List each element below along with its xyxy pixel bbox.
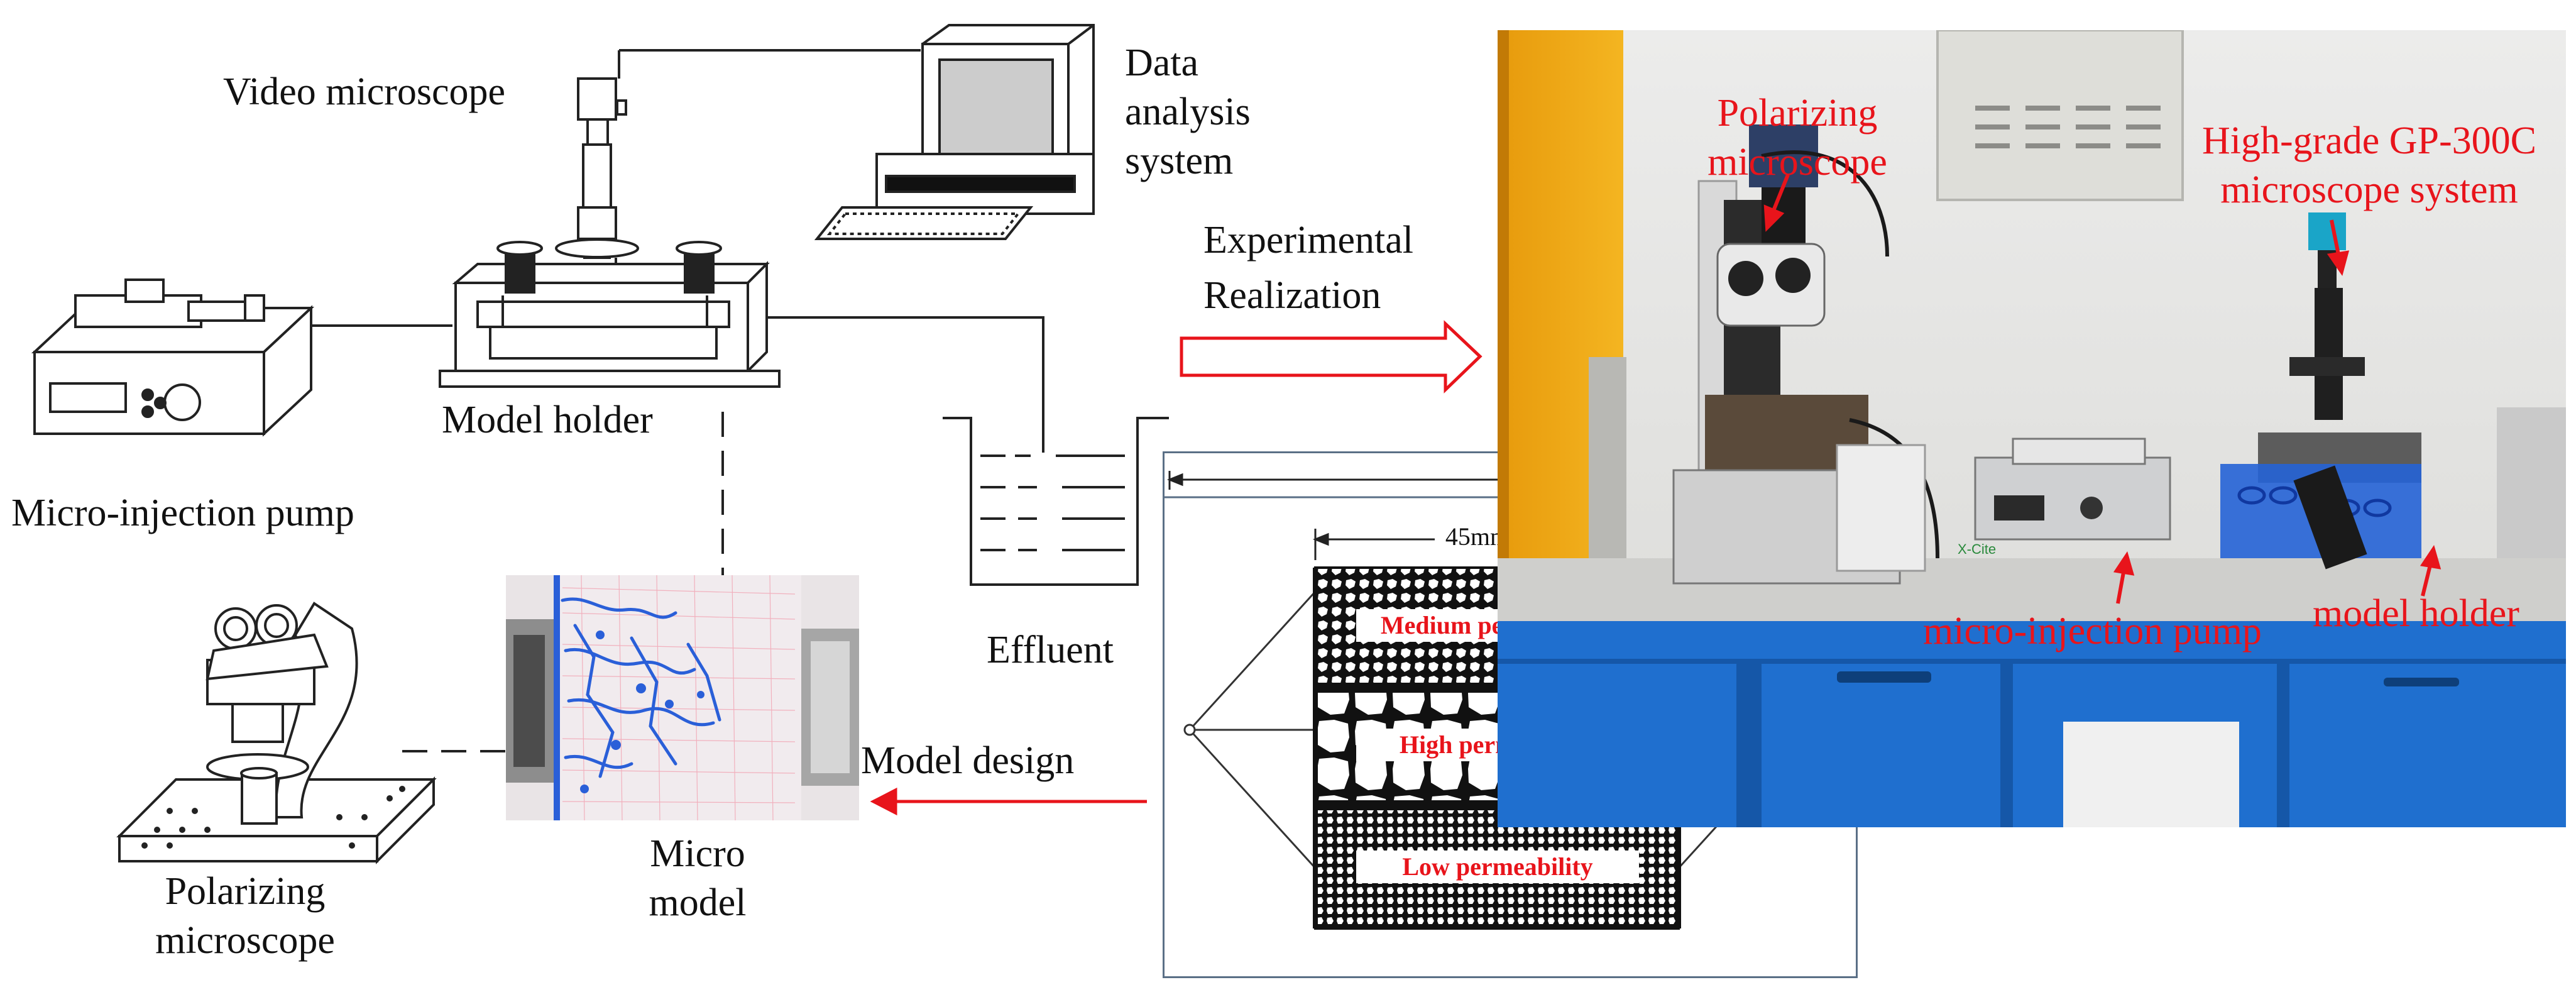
photo-label-pump: micro-injection pump [1923, 610, 2262, 653]
pump-drawing [31, 278, 315, 437]
photo-label-holder: model holder [2313, 592, 2519, 635]
label-model-holder: Model holder [442, 399, 653, 441]
photo-label-highgrade-line2: microscope system [2220, 168, 2518, 211]
photo-device-brand: X-Cite [1958, 541, 1997, 557]
computer-drawing [814, 24, 1095, 240]
pipe-holder-effluent [751, 316, 1044, 453]
band-label-low: Low permeability [1356, 851, 1639, 883]
label-data-analysis-line2: analysis [1125, 91, 1251, 133]
model-design-arrow [870, 787, 1147, 816]
photo-label-polarizing-line2: microscope [1707, 141, 1887, 184]
model-holder-drawing [439, 241, 781, 388]
micro-model-photo [506, 575, 859, 820]
label-micro-model-line2: model [649, 881, 747, 924]
label-experimental-line1: Experimental [1203, 219, 1413, 262]
label-polarizing-line1: Polarizing [165, 870, 326, 913]
experimental-arrow [1180, 320, 1483, 394]
video-microscope-drawing [555, 77, 639, 352]
label-data-analysis-line1: Data [1125, 41, 1199, 84]
label-model-design: Model design [861, 739, 1075, 782]
photo-label-polarizing-line1: Polarizing [1717, 92, 1878, 135]
photo-label-highgrade-line1: High-grade GP-300C [2201, 119, 2537, 162]
label-polarizing-line2: microscope [155, 919, 335, 962]
label-data-analysis-line3: system [1125, 140, 1234, 182]
label-effluent: Effluent [987, 629, 1114, 671]
stage-holes [141, 786, 405, 849]
label-micro-injection-pump: Micro-injection pump [11, 492, 354, 534]
lab-photo [1498, 30, 2566, 827]
polarizing-microscope-drawing [116, 602, 437, 864]
effluent-beaker-drawing [943, 417, 1169, 586]
label-micro-model-line1: Micro [650, 832, 745, 875]
label-video-microscope: Video microscope [223, 70, 506, 113]
label-experimental-line2: Realization [1203, 274, 1381, 317]
